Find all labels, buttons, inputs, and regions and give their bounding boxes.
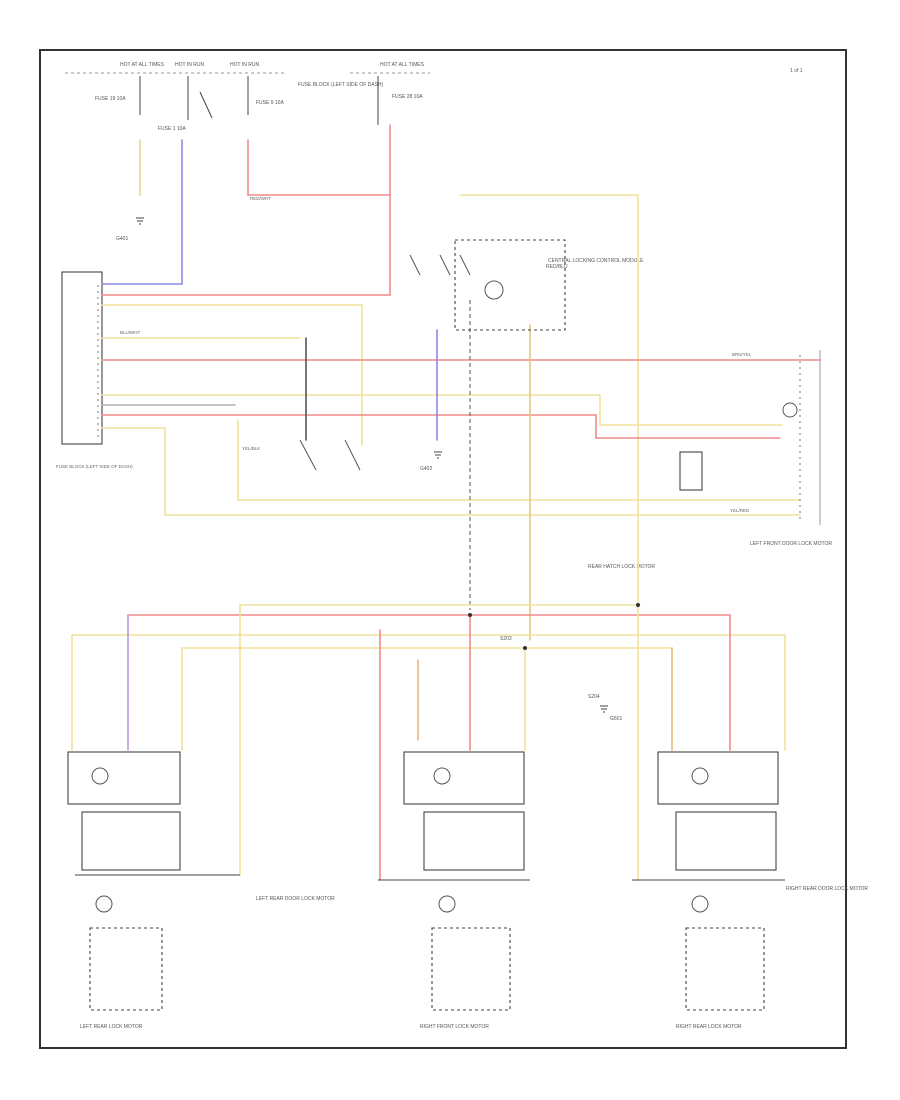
note-hatch-motor: REAR HATCH LOCK MOTOR bbox=[588, 564, 655, 570]
grounds: G401 G402 G501 bbox=[116, 217, 622, 722]
wire-red-f4 bbox=[101, 124, 391, 296]
bottom-label-left: LEFT REAR LOCK MOTOR bbox=[80, 1024, 143, 1030]
note-fuse-block: FUSE BLOCK (LEFT SIDE OF DASH) bbox=[298, 82, 384, 88]
left-lock-box bbox=[89, 927, 163, 1011]
splice-label-1: S203 bbox=[500, 636, 512, 642]
door-lock-left: LEFT REAR LOCK MOTOR bbox=[67, 751, 240, 1030]
diagram-ref-code: 1 of 1 bbox=[790, 68, 803, 74]
bottom-label-center: RIGHT FRONT LOCK MOTOR bbox=[420, 1024, 489, 1030]
control-module-box bbox=[454, 239, 566, 331]
wire-yellow-top bbox=[459, 194, 639, 606]
note-rr-door: RIGHT REAR DOOR LOCK MOTOR bbox=[786, 886, 868, 892]
wire-label-1: RED/WHT bbox=[250, 196, 271, 201]
switch-icon-3 bbox=[299, 439, 317, 471]
left-connector-note: FUSE BLOCK (LEFT SIDE OF DASH) bbox=[56, 464, 133, 469]
right-actuator-box bbox=[675, 811, 777, 871]
top-label-1: HOT AT ALL TIMES bbox=[120, 62, 165, 68]
center-module-box bbox=[403, 751, 525, 805]
right-module-box bbox=[657, 751, 779, 805]
top-label-2: HOT IN RUN bbox=[175, 62, 204, 68]
wire-label-4: YEL/RED bbox=[730, 508, 750, 513]
wire-label-3: BRN/YEL bbox=[732, 352, 752, 357]
switch-icon-2 bbox=[409, 254, 471, 276]
ground-label-1: G401 bbox=[116, 236, 128, 242]
cm-wire-label: RED/BLU bbox=[546, 264, 568, 270]
component-notes: FUSE BLOCK (LEFT SIDE OF DASH) CENTRAL L… bbox=[256, 82, 868, 902]
note-control-module: CENTRAL LOCKING CONTROL MODULE bbox=[548, 258, 644, 264]
wire-yellow-bus-3 bbox=[101, 394, 783, 426]
fuse-label-2: FUSE 1 10A bbox=[158, 126, 186, 132]
wire-yellow-bus-4 bbox=[101, 427, 801, 516]
switch-wire-label: YEL/BLK bbox=[242, 446, 260, 451]
control-module: RED/BLU bbox=[409, 239, 568, 331]
left-module-box bbox=[67, 751, 181, 805]
wire-red-f3 bbox=[247, 139, 391, 196]
center-motor-icon bbox=[433, 767, 451, 785]
right-lock-motor-icon bbox=[691, 895, 709, 913]
center-lock-motor-icon bbox=[438, 895, 456, 913]
center-actuator-box bbox=[423, 811, 525, 871]
splice-label-2: S204 bbox=[588, 694, 600, 700]
left-motor-icon bbox=[91, 767, 109, 785]
wire-label-2: BLU/WHT bbox=[120, 330, 141, 335]
right-side-components bbox=[679, 350, 821, 525]
ground-label-3: G501 bbox=[610, 716, 622, 722]
note-lr-door: LEFT REAR DOOR LOCK MOTOR bbox=[256, 896, 335, 902]
door-switches: YEL/BLK bbox=[242, 439, 361, 471]
motor-icon bbox=[484, 280, 504, 300]
fuse-label-4: FUSE 28 10A bbox=[392, 94, 423, 100]
ground-icon-3 bbox=[600, 705, 608, 713]
top-labels: HOT AT ALL TIMES HOT IN RUN HOT IN RUN H… bbox=[120, 62, 425, 68]
wire-red-bus-2 bbox=[101, 414, 781, 439]
wires bbox=[71, 124, 821, 881]
bottom-label-right: RIGHT REAR LOCK MOTOR bbox=[676, 1024, 742, 1030]
ground-icon-2 bbox=[434, 451, 442, 459]
fuse-label-3: FUSE 9 10A bbox=[256, 100, 284, 106]
wire-blue bbox=[101, 139, 183, 285]
left-lock-motor-icon bbox=[95, 895, 113, 913]
ground-icon-1 bbox=[136, 217, 144, 225]
top-label-4: HOT AT ALL TIMES bbox=[380, 62, 425, 68]
center-lock-box bbox=[431, 927, 511, 1011]
right-lock-box bbox=[685, 927, 765, 1011]
splices: S203 S204 bbox=[468, 603, 640, 700]
hatch-motor-box bbox=[679, 451, 703, 491]
ground-label-2: G402 bbox=[420, 466, 432, 472]
switch-icon-4 bbox=[344, 439, 361, 471]
right-motor-icon bbox=[782, 402, 798, 418]
right-module-motor-icon bbox=[691, 767, 709, 785]
fuses: FUSE 19 10A FUSE 1 10A FUSE 9 10A FUSE 2… bbox=[95, 76, 423, 132]
left-connector bbox=[61, 271, 103, 445]
note-lf-door: LEFT FRONT DOOR LOCK MOTOR bbox=[750, 541, 832, 547]
wire-labels: RED/WHT BLU/WHT BRN/YEL YEL/RED bbox=[120, 196, 752, 513]
switch-icon bbox=[199, 91, 213, 119]
left-actuator-box bbox=[81, 811, 181, 871]
top-label-3: HOT IN RUN bbox=[230, 62, 259, 68]
diagram-frame bbox=[39, 49, 847, 1049]
fuse-label-1: FUSE 19 10A bbox=[95, 96, 126, 102]
door-lock-center: RIGHT FRONT LOCK MOTOR bbox=[378, 751, 530, 1030]
wire-yellow-bus-1 bbox=[101, 304, 363, 446]
door-lock-right: RIGHT REAR LOCK MOTOR bbox=[632, 751, 785, 1030]
wire-yellow-bus-5 bbox=[237, 419, 801, 501]
